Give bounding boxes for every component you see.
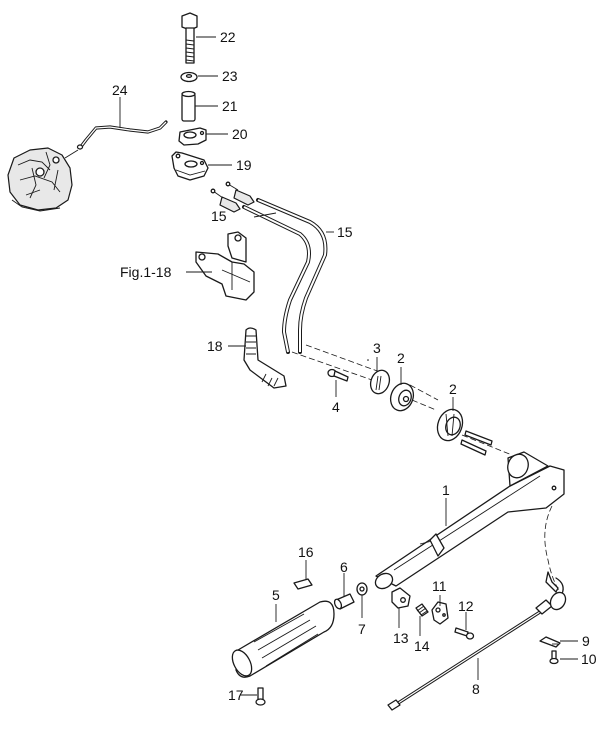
- clip-part-9: [539, 636, 561, 648]
- callout-fig1-18: Fig.1-18: [120, 264, 172, 280]
- stray-dot: [367, 359, 369, 361]
- screw-part-4: [327, 368, 349, 382]
- callout-17: 8: [472, 681, 480, 697]
- washer-part-23: [180, 71, 198, 83]
- callout-4: 4: [332, 399, 340, 415]
- assembly-dash-lines: [291, 344, 513, 456]
- throttle-cables-part-15: [210, 181, 328, 354]
- callout-16: 16: [298, 544, 314, 560]
- friction-adjuster-part-12: [391, 587, 411, 609]
- callout-15-lower: 15: [211, 208, 227, 224]
- carburetor-part: [7, 147, 73, 212]
- gear-part-2b: [436, 408, 464, 442]
- tiller-handle-part-1: [374, 451, 565, 595]
- callout-1: 1: [442, 482, 450, 498]
- bolt-part-22: [181, 12, 198, 64]
- collar-part-21: [181, 90, 196, 122]
- callout-20: 20: [232, 126, 248, 142]
- callout-21: 21: [222, 98, 238, 114]
- pulley-plate-part-3: [369, 369, 391, 395]
- callout-7: 7: [358, 621, 366, 637]
- throttle-grip-part-5: [231, 600, 335, 678]
- stop-bracket-part-11: [431, 601, 449, 625]
- callout-3: 3: [373, 340, 381, 356]
- callout-11: 11: [432, 578, 447, 594]
- callout-9: 9: [582, 633, 590, 649]
- callout-22: 22: [220, 29, 236, 45]
- protector-tube-part-18: [243, 327, 287, 389]
- cable-bracket-part-20: [178, 127, 207, 146]
- callout-2-lower: 2: [449, 381, 457, 397]
- callout-5: 5: [272, 587, 280, 603]
- screw-part-10: [549, 650, 559, 665]
- link-rod-part: [64, 120, 168, 159]
- label-part-16: [293, 578, 313, 590]
- shaft-end-part-6: [333, 593, 355, 610]
- gear-part-2a: [389, 382, 415, 412]
- bracket-fig1-18: [195, 231, 255, 301]
- callout-10: 10: [581, 651, 597, 667]
- screw-part-8: [255, 687, 266, 706]
- callout-12: 13: [393, 630, 409, 646]
- screw-part-14: [454, 627, 475, 640]
- callout-14: 12: [458, 598, 474, 614]
- spring-part-13: [415, 603, 429, 617]
- callout-19: 19: [236, 157, 252, 173]
- stop-switch-lead-part-17: [387, 591, 567, 711]
- callout-13: 14: [414, 638, 430, 654]
- bushing-part-7: [356, 582, 368, 596]
- throttle-drum-part-19: [171, 151, 209, 181]
- callout-18: 18: [207, 338, 223, 354]
- callout-23: 23: [222, 68, 238, 84]
- callout-8: 17: [228, 687, 244, 703]
- callout-2-upper: 2: [397, 350, 405, 366]
- gear-pins: [460, 430, 493, 456]
- callout-6: 6: [340, 559, 348, 575]
- callout-24: 24: [112, 82, 128, 98]
- callout-15-upper: 15: [337, 224, 353, 240]
